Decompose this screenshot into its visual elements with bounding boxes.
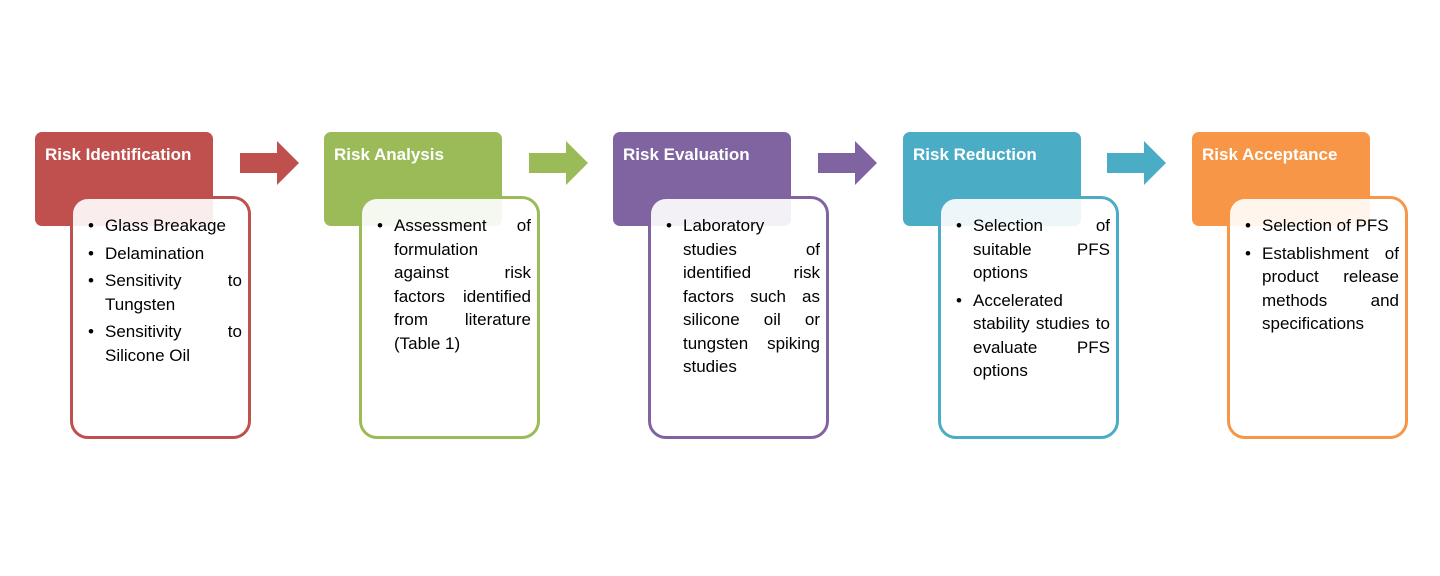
bullet-icon: • [88,216,94,235]
bullet-icon: • [1245,216,1251,235]
bullet-list: • Assessment of formulation against risk … [368,214,531,355]
bullet-icon: • [666,216,672,235]
bullet-text: Establishment of product release methods… [1262,243,1399,334]
bullet-item: • Selection of suitable PFS options [947,214,1110,285]
bullet-text: Selection of suitable PFS options [973,216,1110,282]
stage-risk-acceptance: Risk Acceptance • Selection of PFS • Estab… [1157,0,1440,576]
bullet-icon: • [88,322,94,341]
stage-card: • Assessment of formulation against risk … [359,196,540,439]
bullet-item: • Selection of PFS [1236,214,1399,238]
bullet-list: • Selection of PFS • Establishment of prod… [1236,214,1399,336]
bullet-icon: • [88,243,94,263]
bullet-text: Glass Breakage [105,216,226,235]
bullet-text: Accelerated stability studies to evaluat… [973,290,1110,381]
stage-title: Risk Identification [45,145,192,164]
arrow-right-icon [529,141,588,185]
stage-card: • Glass Breakage • Delamination • Sensitivi… [70,196,251,439]
arrow-right-icon [240,141,299,185]
bullet-list: • Selection of suitable PFS options • Acce… [947,214,1110,383]
bullet-text: Sensitivity to Silicone Oil [105,322,242,365]
bullet-item: • Accelerated stability studies to evalua… [947,289,1110,383]
bullet-icon: • [956,216,962,235]
stage-title: Risk Reduction [913,145,1037,164]
arrow-right-icon [818,141,877,185]
bullet-icon: • [1245,243,1251,263]
bullet-list: • Laboratory studies of identified risk f… [657,214,820,379]
bullet-item: • Glass Breakage [79,214,242,238]
bullet-text: Assessment of formulation against risk f… [394,216,531,353]
bullet-item: • Laboratory studies of identified risk f… [657,214,820,379]
bullet-item: • Delamination [79,242,242,266]
bullet-list: • Glass Breakage • Delamination • Sensitivi… [79,214,242,367]
stage-risk-evaluation: Risk Evaluation • Laboratory studies of i… [578,0,868,576]
bullet-icon: • [956,290,962,310]
bullet-text: Sensitivity to Tungsten [105,271,242,314]
bullet-text: Laboratory studies of identified risk fa… [683,216,820,376]
bullet-icon: • [377,216,383,235]
stage-card: • Selection of suitable PFS options • Acce… [938,196,1119,439]
stage-risk-analysis: Risk Analysis • Assessment of formulation… [289,0,579,576]
bullet-item: • Assessment of formulation against risk … [368,214,531,355]
stage-risk-identification: Risk Identification • Glass Breakage • Del… [0,0,290,576]
stage-card: • Laboratory studies of identified risk f… [648,196,829,439]
stage-title: Risk Acceptance [1202,145,1338,164]
stage-card: • Selection of PFS • Establishment of prod… [1227,196,1408,439]
stage-title: Risk Analysis [334,145,444,164]
bullet-text: Selection of PFS [1262,216,1389,235]
bullet-item: • Sensitivity to Silicone Oil [79,320,242,367]
bullet-icon: • [88,271,94,290]
stage-title: Risk Evaluation [623,145,750,164]
arrow-right-icon [1107,141,1166,185]
bullet-item: • Sensitivity to Tungsten [79,269,242,316]
bullet-item: • Establishment of product release method… [1236,242,1399,336]
bullet-text: Delamination [105,243,205,263]
stage-risk-reduction: Risk Reduction • Selection of suitable PF… [868,0,1158,576]
